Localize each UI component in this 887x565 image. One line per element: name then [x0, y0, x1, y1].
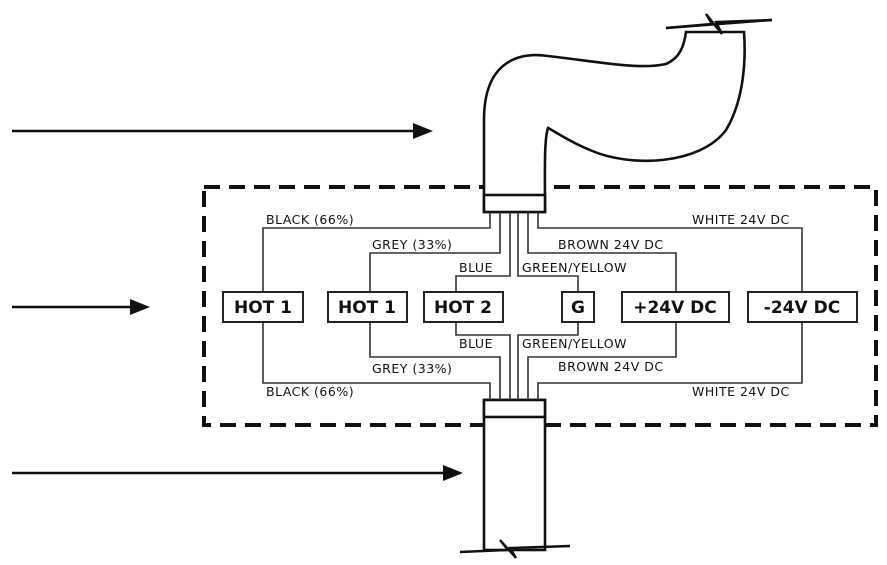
terminal-hot1-mid: HOT 1 [327, 291, 408, 323]
top-wires [262, 212, 803, 292]
label-greenyellow-top: GREEN/YELLOW [522, 260, 627, 275]
wire-grey-top [369, 212, 501, 292]
arrow-bottom [12, 465, 463, 481]
label-grey-top: GREY (33%) [372, 237, 452, 252]
terminal-hot1-left: HOT 1 [222, 291, 304, 323]
wire-greenyellow-bottom [517, 322, 579, 400]
terminal-plus24-label: +24V DC [633, 298, 717, 318]
terminal-plus24: +24V DC [621, 291, 730, 323]
label-black-bottom: BLACK (66%) [266, 384, 354, 399]
label-greenyellow-bottom: GREEN/YELLOW [522, 336, 627, 351]
label-brown-bottom: BROWN 24V DC [558, 359, 664, 374]
terminal-hot2-label: HOT 2 [434, 298, 492, 318]
wire-black-bottom [262, 322, 491, 400]
wire-brown-bottom [527, 322, 677, 400]
terminal-minus24-label: -24V DC [764, 298, 840, 318]
wire-blue-bottom [455, 322, 511, 400]
label-grey-bottom: GREY (33%) [372, 361, 452, 376]
top-cable [482, 13, 773, 214]
wire-black-top [262, 212, 491, 292]
label-black-top: BLACK (66%) [266, 212, 354, 227]
wire-white-top [537, 212, 803, 292]
arrow-top [12, 123, 433, 139]
wire-blue-top [455, 212, 511, 292]
wire-brown-top [527, 212, 677, 292]
wire-white-bottom [537, 322, 803, 400]
terminal-ground: G [561, 291, 595, 323]
bottom-cable [459, 398, 571, 559]
terminal-hot2: HOT 2 [423, 291, 504, 323]
terminal-hot1-left-label: HOT 1 [234, 298, 292, 318]
wire-grey-bottom [369, 322, 501, 400]
label-blue-top: BLUE [459, 260, 493, 275]
terminal-ground-label: G [571, 298, 585, 318]
terminal-minus24: -24V DC [747, 291, 858, 323]
label-blue-bottom: BLUE [459, 336, 493, 351]
arrow-middle [12, 299, 150, 315]
terminal-hot1-mid-label: HOT 1 [338, 298, 396, 318]
bottom-wires [262, 322, 803, 400]
label-white-bottom: WHITE 24V DC [692, 384, 790, 399]
label-white-top: WHITE 24V DC [692, 212, 790, 227]
label-brown-top: BROWN 24V DC [558, 237, 664, 252]
wire-greenyellow-top [517, 212, 579, 292]
